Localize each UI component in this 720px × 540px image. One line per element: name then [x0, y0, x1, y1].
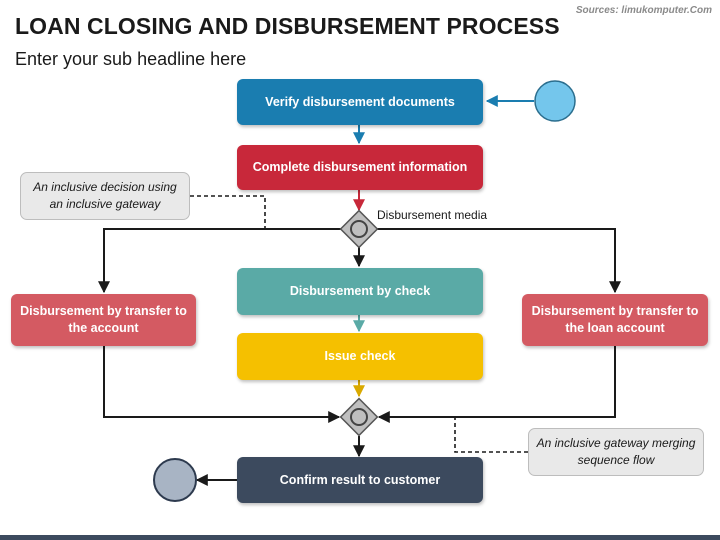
inclusive-gateway-merge	[339, 397, 379, 437]
note-connector-decision	[190, 195, 266, 229]
footer-bar	[0, 535, 720, 540]
task-label: Disbursement by transfer to the loan acc…	[531, 304, 699, 335]
note-inclusive-merge: An inclusive gateway merging sequence fl…	[528, 428, 704, 476]
task-confirm-result: Confirm result to customer	[237, 457, 483, 503]
note-connector-merge	[454, 417, 528, 453]
task-issue-check: Issue check	[237, 333, 483, 380]
note-text: An inclusive decision using an inclusive…	[33, 180, 177, 211]
task-label: Confirm result to customer	[279, 472, 441, 487]
gateway-label: Disbursement media	[377, 208, 488, 222]
edge-gateway-to-transfer-loan	[377, 228, 621, 294]
inclusive-gateway-split	[339, 209, 379, 249]
task-transfer-to-loan-account: Disbursement by transfer to the loan acc…	[522, 294, 708, 346]
task-label: Disbursement by transfer to the account	[20, 304, 187, 335]
task-transfer-to-account: Disbursement by transfer to the account	[11, 294, 196, 346]
task-complete-information: Complete disbursement information	[237, 145, 483, 190]
end-event	[153, 458, 197, 502]
page-title: LOAN CLOSING AND DISBURSEMENT PROCESS	[15, 13, 560, 39]
source-credit: Sources: limukomputer.Com	[575, 5, 712, 16]
edge-transfer-loan-to-merge	[377, 346, 616, 423]
edge-transfer-account-to-merge	[103, 346, 341, 423]
task-disbursement-by-check: Disbursement by check	[237, 268, 483, 315]
task-label: Verify disbursement documents	[265, 94, 455, 109]
note-inclusive-decision: An inclusive decision using an inclusive…	[20, 172, 190, 220]
edge-gateway-to-transfer-account	[98, 228, 341, 294]
task-label: Issue check	[324, 349, 396, 363]
start-event	[534, 80, 576, 122]
task-verify-documents: Verify disbursement documents	[237, 79, 483, 125]
note-text: An inclusive gateway merging sequence fl…	[536, 436, 696, 467]
task-label: Complete disbursement information	[252, 160, 468, 174]
task-label: Disbursement by check	[289, 284, 431, 298]
page-subtitle: Enter your sub headline here	[15, 49, 247, 69]
